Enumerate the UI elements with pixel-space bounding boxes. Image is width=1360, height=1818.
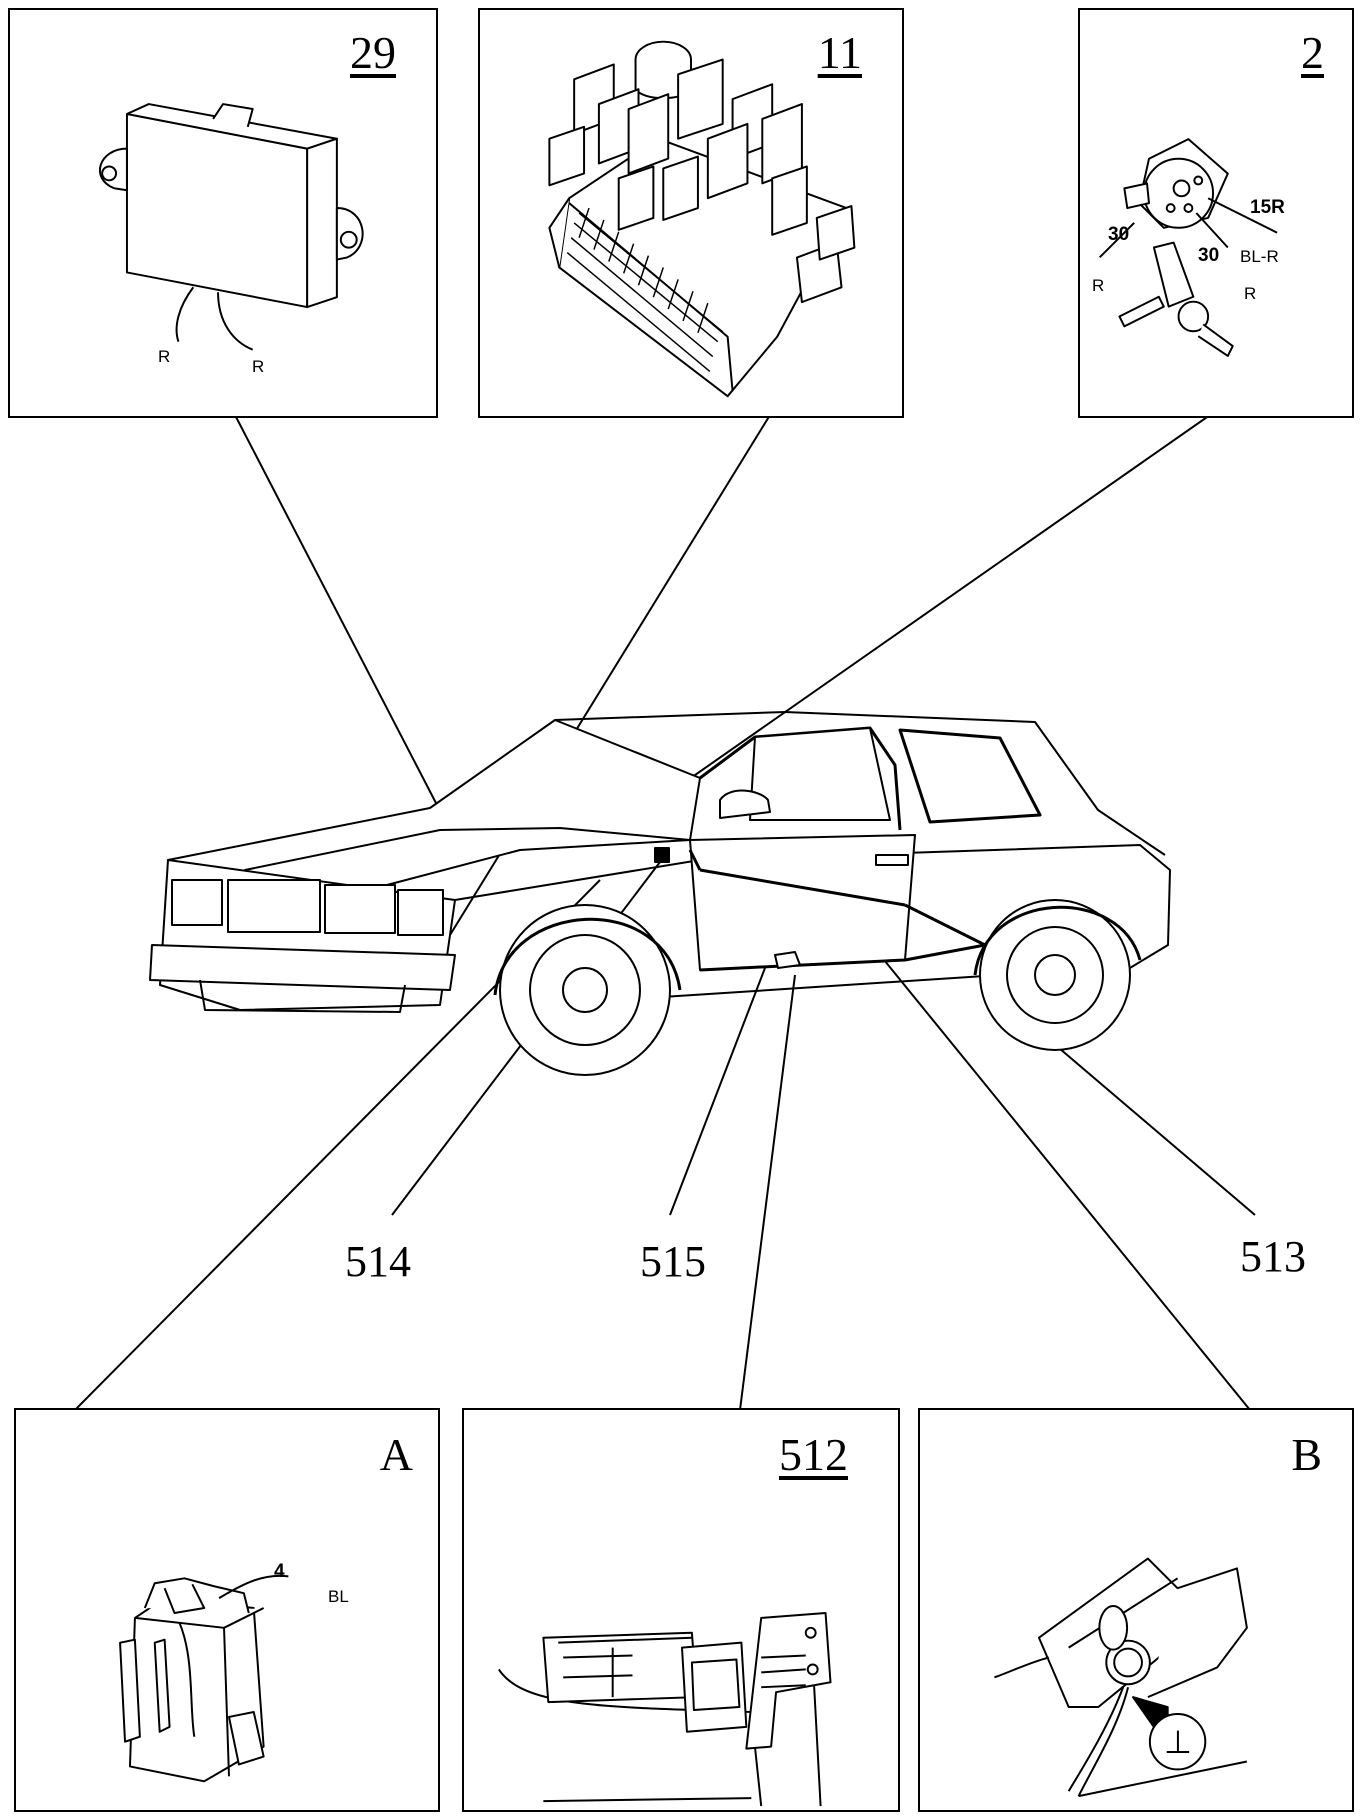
leader-B — [879, 954, 1251, 1411]
wire-label-bl: BL — [328, 1587, 349, 1606]
wire-label-1: R — [158, 347, 171, 366]
callout-513: 513 — [1240, 1232, 1306, 1281]
terminal-label-30-right: 30 — [1198, 245, 1220, 266]
panel-letter: A — [379, 1429, 413, 1480]
control-module-drawing — [98, 103, 364, 351]
leader-515 — [669, 967, 766, 1216]
wire-label-2: R — [252, 357, 265, 376]
ignition-switch-drawing — [1099, 138, 1278, 357]
panel-2: 2 15R 30 30 R BL-R R — [1078, 8, 1354, 418]
leader-512 — [739, 974, 796, 1411]
panel-11: 11 — [478, 8, 904, 418]
leader-29 — [234, 414, 438, 806]
wire-label-bl-r: BL-R — [1240, 247, 1279, 266]
ground-symbol: ⊥ — [1164, 1724, 1192, 1760]
car-illustration — [149, 711, 1171, 1076]
panel-number: 11 — [817, 27, 862, 78]
relay-fuse-box-drawing — [548, 40, 856, 398]
terminal-label-30-left: 30 — [1108, 224, 1130, 245]
terminal-label-15r: 15R — [1250, 197, 1285, 218]
relay-mount-drawing — [497, 1611, 832, 1807]
panel-number: 29 — [350, 27, 396, 78]
wire-label-r-left: R — [1092, 276, 1105, 295]
callout-515: 515 — [640, 1237, 706, 1286]
ground-point-drawing — [994, 1557, 1248, 1798]
panel-number: 512 — [779, 1429, 848, 1480]
leader-11 — [409, 414, 771, 1001]
panel-a: A 4 BL — [14, 1408, 440, 1812]
wire-label-r-right: R — [1244, 284, 1257, 303]
panel-letter: B — [1291, 1429, 1322, 1480]
leader-2 — [644, 414, 1211, 811]
panel-512: 512 — [462, 1408, 900, 1812]
connector-drawing — [119, 1574, 289, 1783]
pin-number-label: 4 — [274, 1561, 285, 1582]
panel-number: 2 — [1301, 27, 1324, 78]
panel-b: B ⊥ — [918, 1408, 1354, 1812]
leader-lines — [74, 414, 1256, 1411]
callout-514: 514 — [345, 1237, 411, 1286]
panel-29: 29 R R — [8, 8, 438, 418]
